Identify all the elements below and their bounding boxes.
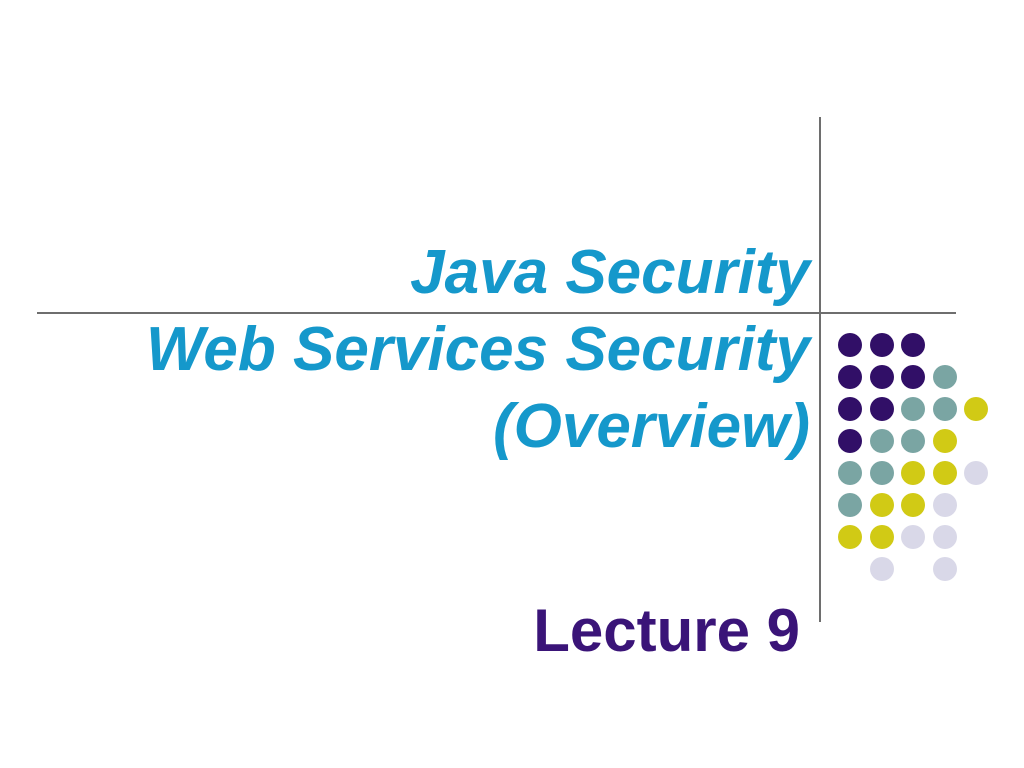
dot [869, 460, 894, 485]
dot-pattern-decoration [838, 333, 1000, 581]
dot [901, 460, 925, 485]
dot [901, 492, 925, 517]
dot [869, 524, 894, 549]
dot [869, 333, 894, 357]
dot [932, 364, 957, 389]
dot [932, 460, 957, 485]
dot [838, 364, 862, 389]
dot [901, 428, 925, 453]
dot [901, 396, 925, 421]
dot [869, 396, 894, 421]
dot [964, 460, 988, 485]
dot [838, 396, 862, 421]
dot [932, 492, 957, 517]
title-line-1: Java Security [410, 238, 810, 307]
title-line-2: Web Services Security [146, 315, 810, 384]
dot [932, 428, 957, 453]
title-line-3: (Overview) [492, 392, 810, 461]
slide-subtitle: Lecture 9 [533, 597, 800, 664]
slide-title: Java Security Web Services Security (Ove… [30, 234, 810, 465]
dot [838, 492, 862, 517]
dot [869, 556, 894, 581]
dot [838, 524, 862, 549]
dot [932, 556, 957, 581]
dot [901, 364, 925, 389]
dot [901, 333, 925, 357]
dot [838, 428, 862, 453]
dot [964, 396, 988, 421]
dot [901, 524, 925, 549]
dot [869, 492, 894, 517]
vertical-rule [819, 117, 821, 622]
dot [932, 396, 957, 421]
dot [932, 524, 957, 549]
dot [838, 333, 862, 357]
dot [869, 364, 894, 389]
horizontal-rule [37, 312, 956, 314]
dot [838, 460, 862, 485]
dot [869, 428, 894, 453]
